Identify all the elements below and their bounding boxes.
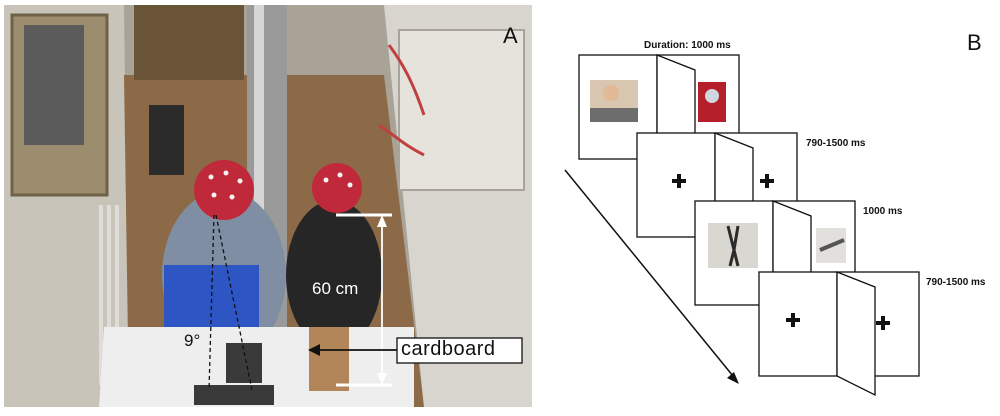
timeline-diagram <box>564 54 920 397</box>
frame-2-duration: 790-1500 ms <box>806 138 866 149</box>
frame-fixation-2 <box>758 271 920 397</box>
frame-4-duration: 790-1500 ms <box>926 277 986 288</box>
panel-a-photo: A 60 cm 9° cardboard <box>4 5 532 407</box>
setup-photo <box>4 5 532 407</box>
fixation-cross-icon <box>672 174 774 188</box>
distance-label: 60 cm <box>312 279 359 298</box>
frame-3-duration: 1000 ms <box>863 206 903 217</box>
angle-label: 9° <box>184 331 201 350</box>
fixation-cross-icon <box>786 313 890 330</box>
panel-a-letter: A <box>503 23 518 48</box>
panel-b-timeline: B Duration: 1000 ms 790-1500 ms 1000 ms … <box>540 0 1000 411</box>
time-arrow <box>564 169 734 377</box>
cardboard-label: cardboard <box>401 338 496 360</box>
panel-b-letter: B <box>967 30 982 55</box>
frame-1-duration: Duration: 1000 ms <box>644 40 731 51</box>
